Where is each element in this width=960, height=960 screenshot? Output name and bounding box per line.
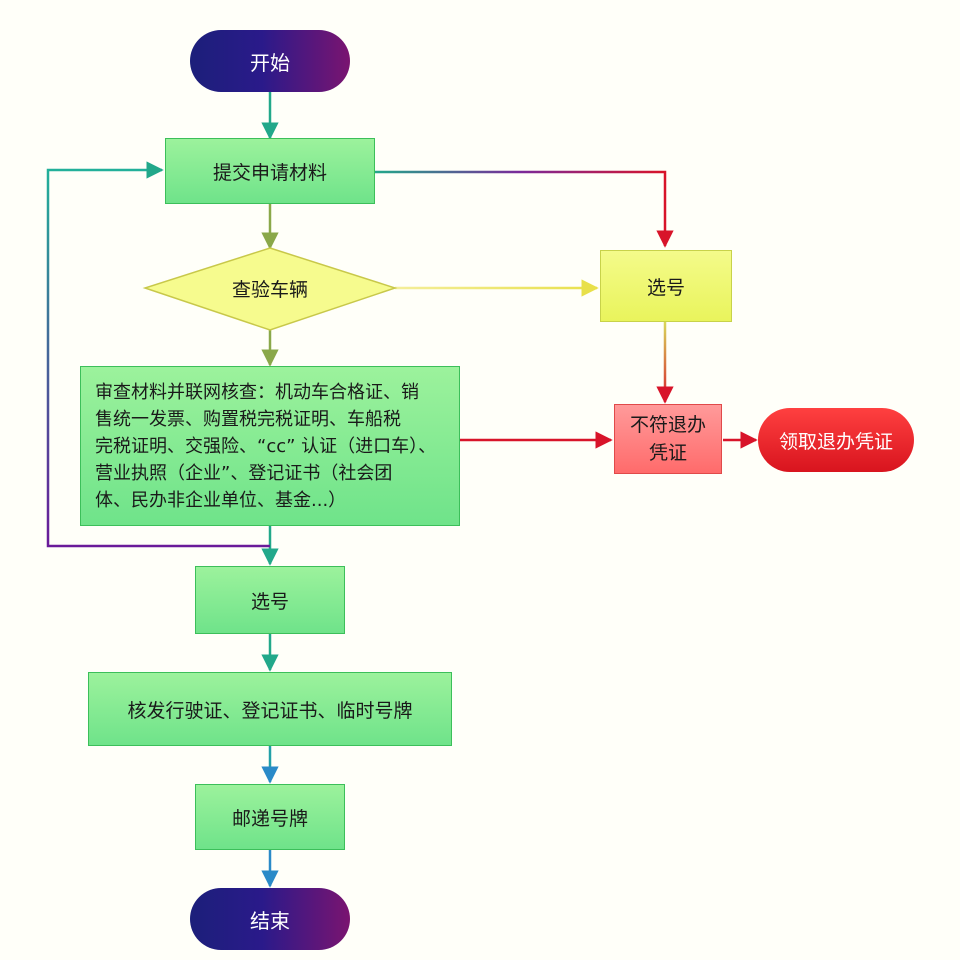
receive-voucher-node: 领取退办凭证 (758, 408, 914, 472)
end-label: 结束 (250, 908, 290, 933)
issue-license-label: 核发行驶证、登记证书、临时号牌 (127, 699, 413, 722)
select-number-main-node: 选号 (195, 566, 345, 634)
reject-text: 不符退办 凭证 (630, 411, 706, 467)
review-line-5: 体、民办非企业单位、基金...） (95, 489, 347, 511)
receive-voucher-label: 领取退办凭证 (778, 430, 893, 453)
start-node: 开始 (190, 30, 350, 92)
select-number-main-label: 选号 (250, 590, 289, 613)
start-label: 开始 (250, 50, 290, 75)
review-materials-text: 审查材料并联网核查：机动车合格证、销 售统一发票、购置税完税证明、车船税 完税证… (95, 379, 436, 514)
mail-plate-label: 邮递号牌 (231, 807, 308, 830)
review-materials-node: 审查材料并联网核查：机动车合格证、销 售统一发票、购置税完税证明、车船税 完税证… (80, 366, 460, 526)
review-line-4: 营业执照（企业”、登记证书（社会团 (95, 462, 393, 484)
review-line-3: 完税证明、交强险、“cc” 认证（进口车）、 (95, 435, 437, 457)
edge-submit-select-right (375, 170, 674, 248)
reject-line-1: 不符退办 (629, 414, 706, 436)
select-number-right-label: 选号 (646, 276, 685, 299)
end-node: 结束 (190, 888, 350, 950)
reject-node: 不符退办 凭证 (614, 404, 722, 474)
decision-diamond (142, 247, 398, 331)
mail-plate-node: 邮递号牌 (195, 784, 345, 850)
select-number-right-node: 选号 (600, 250, 732, 322)
edge-loop-back (46, 161, 270, 548)
inspect-vehicle-node: 查验车辆 (170, 262, 370, 314)
review-line-2: 售统一发票、购置税完税证明、车船税 (95, 408, 401, 430)
issue-license-node: 核发行驶证、登记证书、临时号牌 (88, 672, 452, 746)
review-line-1: 审查材料并联网核查：机动车合格证、销 (95, 381, 419, 403)
reject-line-2: 凭证 (648, 442, 687, 464)
submit-materials-node: 提交申请材料 (165, 138, 375, 204)
inspect-vehicle-label: 查验车辆 (231, 278, 308, 301)
submit-materials-label: 提交申请材料 (212, 161, 327, 184)
